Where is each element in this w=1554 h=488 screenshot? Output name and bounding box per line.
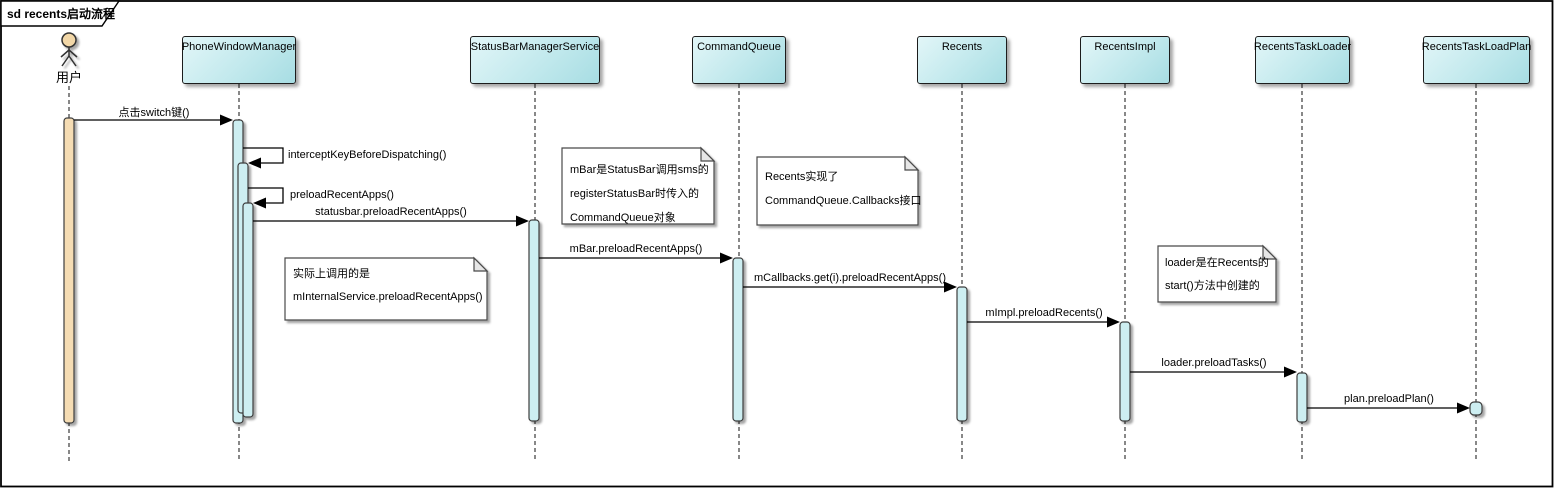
arrowhead	[248, 157, 261, 169]
note-line: start()方法中创建的	[1165, 280, 1260, 292]
message-label-loader-preloadtasks: loader.preloadTasks()	[1161, 357, 1267, 369]
arrowhead	[220, 114, 233, 126]
lifeline-head-recentsimpl: RecentsImpl	[1080, 36, 1170, 84]
note-line: CommandQueue对象	[570, 212, 676, 224]
note-internalservice: 实际上调用的是 mInternalService.preloadRecentAp…	[293, 263, 483, 309]
note-shape-mbar	[561, 147, 715, 225]
activation-recentstaskloader	[1296, 372, 1308, 423]
message-label-mbar-preload: mBar.preloadRecentApps()	[569, 243, 703, 255]
lifeline-head-commandqueue: CommandQueue	[692, 36, 786, 84]
lifeline-head-recentstaskloadplan: RecentsTaskLoadPlan	[1421, 36, 1532, 84]
lifeline-name: RecentsImpl	[1094, 41, 1156, 53]
lifeline-name: Recents	[941, 41, 983, 53]
note-shape-loader	[1157, 245, 1277, 303]
activation-recentstaskloadplan	[1469, 401, 1483, 416]
message-label-preloadrecentapps: preloadRecentApps()	[290, 189, 394, 201]
lifeline-name: StatusBarManagerService	[470, 41, 600, 53]
note-line: mInternalService.preloadRecentApps()	[293, 291, 483, 303]
note-line: registerStatusBar时传入的	[570, 188, 699, 200]
activation-commandqueue	[732, 257, 744, 422]
message-label-click-switch: 点击switch键()	[118, 107, 190, 119]
message-line-preloadrecentapps	[248, 187, 284, 204]
messages-group	[74, 114, 1470, 414]
note-fold	[473, 256, 489, 272]
message-label-statusbar-preload: statusbar.preloadRecentApps()	[315, 206, 467, 218]
frame-title-tab	[0, 0, 121, 27]
note-fold	[700, 146, 716, 162]
message-label-interceptkey: interceptKeyBeforeDispatching()	[288, 149, 447, 161]
activation-pwm-3	[242, 202, 254, 418]
actor-icon	[60, 32, 78, 67]
arrowhead	[516, 215, 529, 227]
lifeline-head-recents: Recents	[917, 36, 1007, 84]
note-loader: loader是在Recents的 start()方法中创建的	[1165, 252, 1269, 298]
arrowhead	[944, 281, 957, 293]
lifeline-name: PhoneWindowManager	[181, 41, 297, 53]
lifeline-name: CommandQueue	[697, 41, 781, 53]
note-shape-internalservice	[284, 257, 488, 321]
note-line: 实际上调用的是	[293, 268, 370, 280]
notes-group	[284, 146, 1278, 321]
message-label-plan-preloadplan: plan.preloadPlan()	[1344, 393, 1434, 405]
activation-statusbarmanagerservice	[528, 219, 540, 422]
message-label-mcallbacks-preload: mCallbacks.get(i).preloadRecentApps()	[754, 272, 946, 284]
activation-recents	[956, 286, 968, 422]
lifeline-name: RecentsTaskLoader	[1253, 41, 1352, 53]
arrowhead	[253, 197, 266, 209]
arrowhead	[720, 252, 733, 264]
lifeline-name: RecentsTaskLoadPlan	[1421, 41, 1532, 53]
note-fold	[904, 155, 920, 171]
note-line: CommandQueue.Callbacks接口	[765, 195, 922, 207]
note-line: Recents实现了	[765, 171, 839, 183]
note-line: loader是在Recents的	[1165, 257, 1269, 269]
note-callbacks: Recents实现了 CommandQueue.Callbacks接口	[765, 165, 922, 213]
lifeline-head-recentstaskloader: RecentsTaskLoader	[1253, 36, 1352, 84]
note-mbar: mBar是StatusBar调用sms的 registerStatusBar时传…	[570, 158, 709, 230]
note-line: mBar是StatusBar调用sms的	[570, 164, 709, 176]
message-label-mimpl-preloadrecents: mImpl.preloadRecents()	[985, 307, 1103, 319]
message-line-interceptkey	[243, 147, 284, 164]
lifeline-head-statusbarmanagerservice: StatusBarManagerService	[470, 36, 600, 84]
activation-user	[63, 117, 75, 424]
actor-label: 用户	[55, 70, 82, 85]
frame-title: sd recents启动流程	[7, 7, 116, 21]
note-fold	[1262, 244, 1278, 260]
lifeline-head-phonewindowmanager: PhoneWindowManager	[182, 36, 296, 84]
activation-recentsimpl	[1119, 321, 1131, 422]
activation-bars-group	[63, 117, 1483, 424]
arrowhead	[1284, 366, 1297, 378]
arrowhead	[1107, 316, 1120, 328]
arrowhead	[1457, 402, 1470, 414]
note-shape-callbacks	[756, 156, 919, 226]
